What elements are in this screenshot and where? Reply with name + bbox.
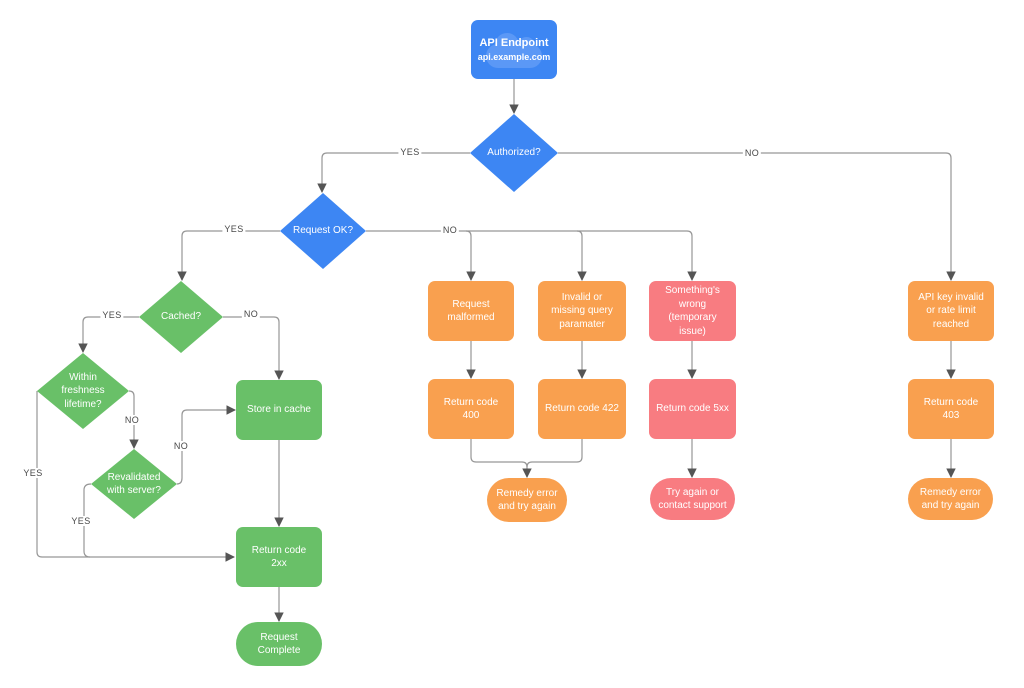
edge-revalidated-no [176,405,236,485]
node-cached: Cached? [139,281,223,353]
edge-label-authorized-yes: YES [398,147,422,157]
node-api-endpoint: API Endpoint api.example.com [471,20,557,79]
node-revalidated: Revalidated with server? [91,449,177,519]
node-title: API Endpoint [479,37,549,49]
node-api-key-invalid: API key invalid or rate limit reached [908,281,994,341]
node-return-403: Return code 403 [908,379,994,439]
node-remedy-right: Remedy error and try again [908,478,993,520]
node-return-2xx: Return code 2xx [236,527,322,587]
edge-label-freshness-no: NO [122,415,142,425]
edge-label-cached-yes: YES [100,310,124,320]
edge-request-ok-no-main [366,230,697,281]
edge-request-ok-yes [177,230,280,281]
edge-label-cached-no: NO [241,309,261,319]
cloud-icon [486,33,542,68]
edge-authorized-no [558,152,956,281]
edge-label-request-ok-no: NO [440,225,460,235]
edge-cached-no [223,316,284,380]
node-store-in-cache: Store in cache [236,380,322,440]
edge-branch-request-malformed [465,230,476,281]
edge-authorized-yes [317,152,470,193]
edge-422-to-remedy [526,439,583,468]
edge-label-revalidated-yes: YES [69,516,93,526]
node-return-5xx: Return code 5xx [649,379,736,439]
node-request-malformed: Request malformed [428,281,514,341]
node-request-ok: Request OK? [280,193,366,269]
node-somethings-wrong: Something's wrong (temporary issue) [649,281,736,341]
edge-label-request-ok-yes: YES [222,224,246,234]
node-return-400: Return code 400 [428,379,514,439]
node-within-freshness: Within freshness lifetime? [37,353,129,429]
edge-cached-yes [78,316,139,353]
edge-label-freshness-yes: YES [21,468,45,478]
edge-freshness-yes [36,391,235,562]
node-try-again: Try again or contact support [650,478,735,520]
node-invalid-query: Invalid or missing query paramater [538,281,626,341]
edge-label-authorized-no: NO [742,148,762,158]
edge-freshness-no [128,390,139,449]
node-subtitle: api.example.com [477,51,551,62]
node-remedy-mid: Remedy error and try again [487,478,567,522]
edge-400-to-remedy [470,439,532,478]
node-request-complete: Request Complete [236,622,322,666]
edge-label-revalidated-no: NO [171,441,191,451]
node-authorized: Authorized? [470,114,558,192]
node-return-422: Return code 422 [538,379,626,439]
edge-branch-invalid-query [576,230,587,281]
